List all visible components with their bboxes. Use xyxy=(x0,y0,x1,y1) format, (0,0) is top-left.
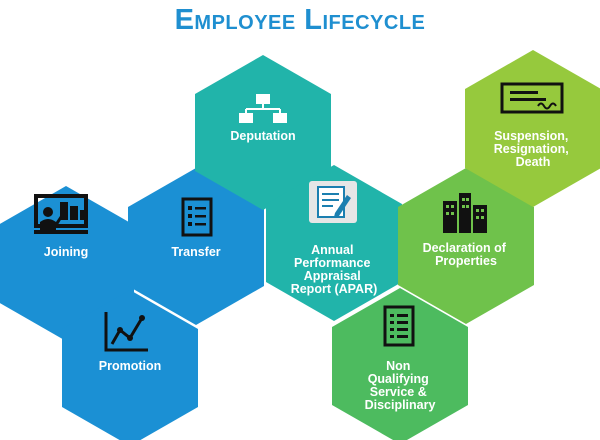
stage-label: Suspension, Resignation, Death xyxy=(494,129,573,169)
stage-label: Transfer xyxy=(171,245,220,259)
cheque-icon xyxy=(500,82,564,114)
buildings-icon xyxy=(443,193,487,233)
stage-declaration[interactable]: Declaration of Properties xyxy=(398,168,534,324)
document-edit-icon xyxy=(309,181,357,223)
stage-non-qualifying[interactable]: Non Qualifying Service & Disciplinary xyxy=(332,288,468,440)
hex-declaration xyxy=(398,168,534,324)
org-chart-icon xyxy=(239,94,287,123)
hex-deputation xyxy=(195,55,331,210)
hex-apar xyxy=(266,165,402,321)
stage-joining[interactable]: Joining xyxy=(0,186,134,341)
checklist-icon xyxy=(181,197,213,237)
stage-label: Annual Performance Appraisal Report (APA… xyxy=(291,243,378,296)
stage-promotion[interactable]: Promotion xyxy=(62,290,198,440)
hex-non-qualifying xyxy=(332,288,468,440)
hex-transfer xyxy=(128,168,264,325)
stage-label: Deputation xyxy=(230,129,295,143)
list-document-icon xyxy=(383,305,415,347)
hex-promotion xyxy=(62,290,198,440)
presentation-icon xyxy=(34,194,88,234)
stage-label: Promotion xyxy=(99,359,162,373)
hex-joining xyxy=(0,186,134,341)
growth-chart-icon xyxy=(104,312,148,352)
stage-apar[interactable]: Annual Performance Appraisal Report (APA… xyxy=(266,165,402,321)
page-title: Employee Lifecycle xyxy=(174,4,426,36)
stage-deputation[interactable]: Deputation xyxy=(195,55,331,210)
hex-suspension xyxy=(465,50,600,207)
stage-label: Declaration of Properties xyxy=(423,241,510,268)
stage-label: Non Qualifying Service & Disciplinary xyxy=(365,359,436,412)
stage-suspension[interactable]: Suspension, Resignation, Death xyxy=(465,50,600,207)
stage-label: Joining xyxy=(44,245,88,259)
stage-transfer[interactable]: Transfer xyxy=(128,168,264,325)
